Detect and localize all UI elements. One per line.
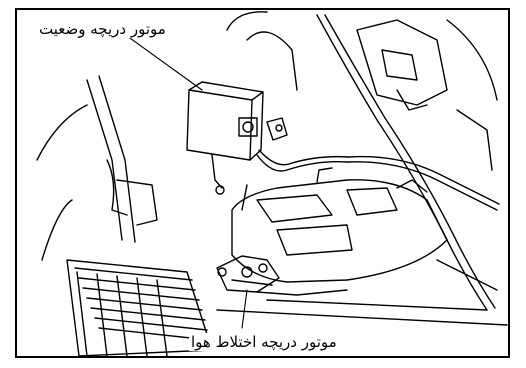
position-door-motor-label: موتور دریچه وضعیت — [37, 20, 168, 38]
upper-right-mechanism — [357, 20, 497, 170]
figure-frame: موتور دریچه وضعیت موتور دریچه اختلاط هوا — [15, 8, 510, 358]
left-linkage-rods — [37, 76, 157, 260]
leader-position-door — [127, 36, 202, 90]
position-door-motor — [187, 82, 349, 194]
leader-air-mix-door — [242, 290, 247, 328]
air-mix-door-motor-label: موتور دریچه اختلاط هوا — [189, 333, 339, 351]
air-mix-door-motor — [217, 256, 347, 295]
cables-and-tubes — [227, 12, 499, 310]
mechanical-line-drawing — [17, 10, 508, 356]
